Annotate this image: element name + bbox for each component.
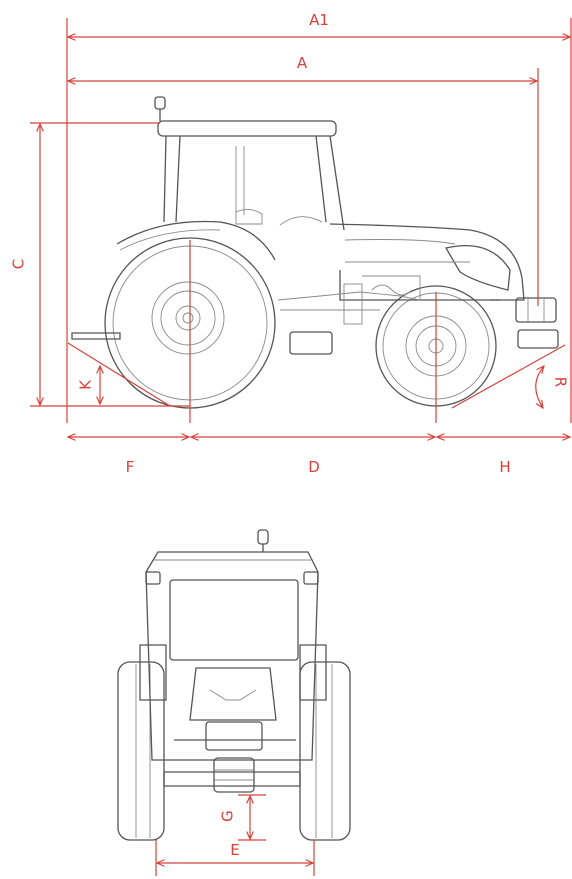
label-f: F — [126, 458, 135, 476]
rear-view-cab — [145, 551, 319, 761]
label-c: C — [10, 259, 28, 269]
r-angle-arc — [535, 366, 544, 408]
cab — [154, 96, 345, 231]
rear-drawbar — [71, 332, 121, 340]
hood — [329, 223, 525, 301]
label-r: R — [552, 377, 570, 387]
rear-view-left-wheel — [117, 661, 165, 841]
rear-angle-line — [67, 342, 171, 407]
tractor-rear-view — [117, 529, 351, 841]
label-k: K — [77, 379, 95, 390]
rear-view-right-wheel — [299, 661, 351, 841]
chassis — [277, 275, 421, 355]
label-a: A — [297, 54, 308, 72]
front-angle-line — [451, 344, 566, 409]
rear-fender — [116, 220, 276, 261]
label-h: H — [499, 458, 510, 476]
side-view-dimensions: A1 A C K R F D H — [10, 11, 572, 476]
tractor-side-view — [71, 96, 559, 409]
label-g: G — [219, 810, 237, 822]
label-d: D — [308, 458, 320, 476]
rear-view-dimensions: G E — [155, 794, 315, 876]
front-weights — [515, 297, 559, 349]
label-a1: A1 — [309, 11, 329, 29]
label-e: E — [230, 841, 239, 859]
